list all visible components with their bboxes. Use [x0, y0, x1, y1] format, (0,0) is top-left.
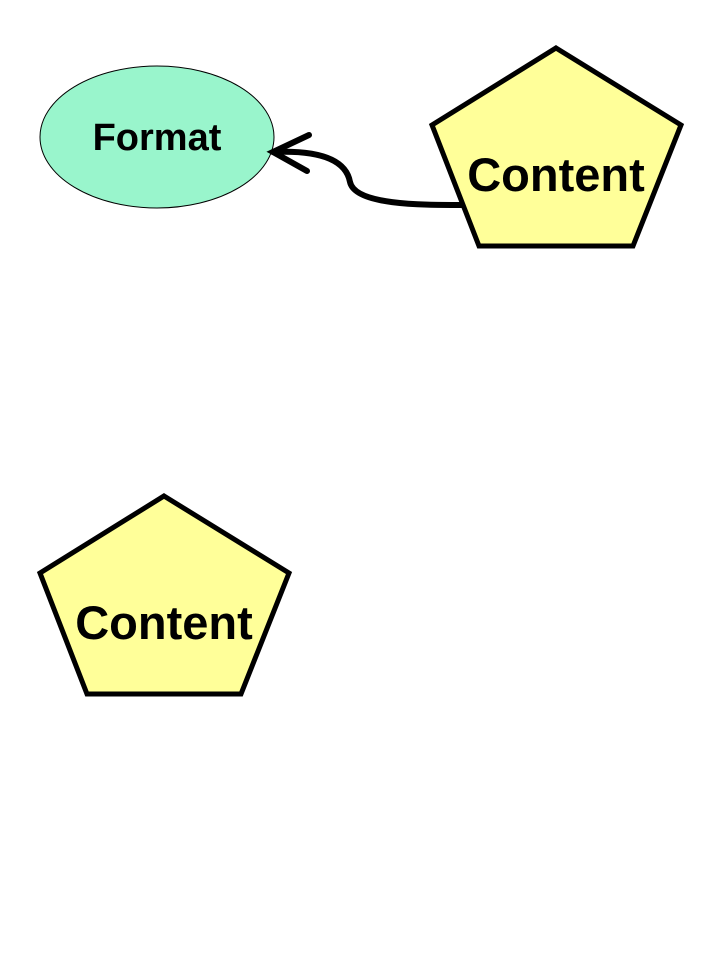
content-node-top-label: Content — [467, 148, 645, 201]
content-node-bottom: Content — [36, 493, 293, 697]
format-node-shape — [39, 65, 275, 209]
content-node-top: Content — [428, 45, 685, 249]
edge-content-to-format-arrowhead — [266, 132, 312, 174]
content-node-bottom-label: Content — [75, 596, 253, 649]
content-node-bottom-shape — [36, 493, 293, 697]
format-node-label: Format — [93, 117, 222, 159]
edge-content-to-format — [266, 132, 465, 208]
format-node: Format — [39, 65, 275, 209]
content-node-top-shape — [428, 45, 685, 249]
edge-content-to-format-line — [270, 148, 465, 208]
